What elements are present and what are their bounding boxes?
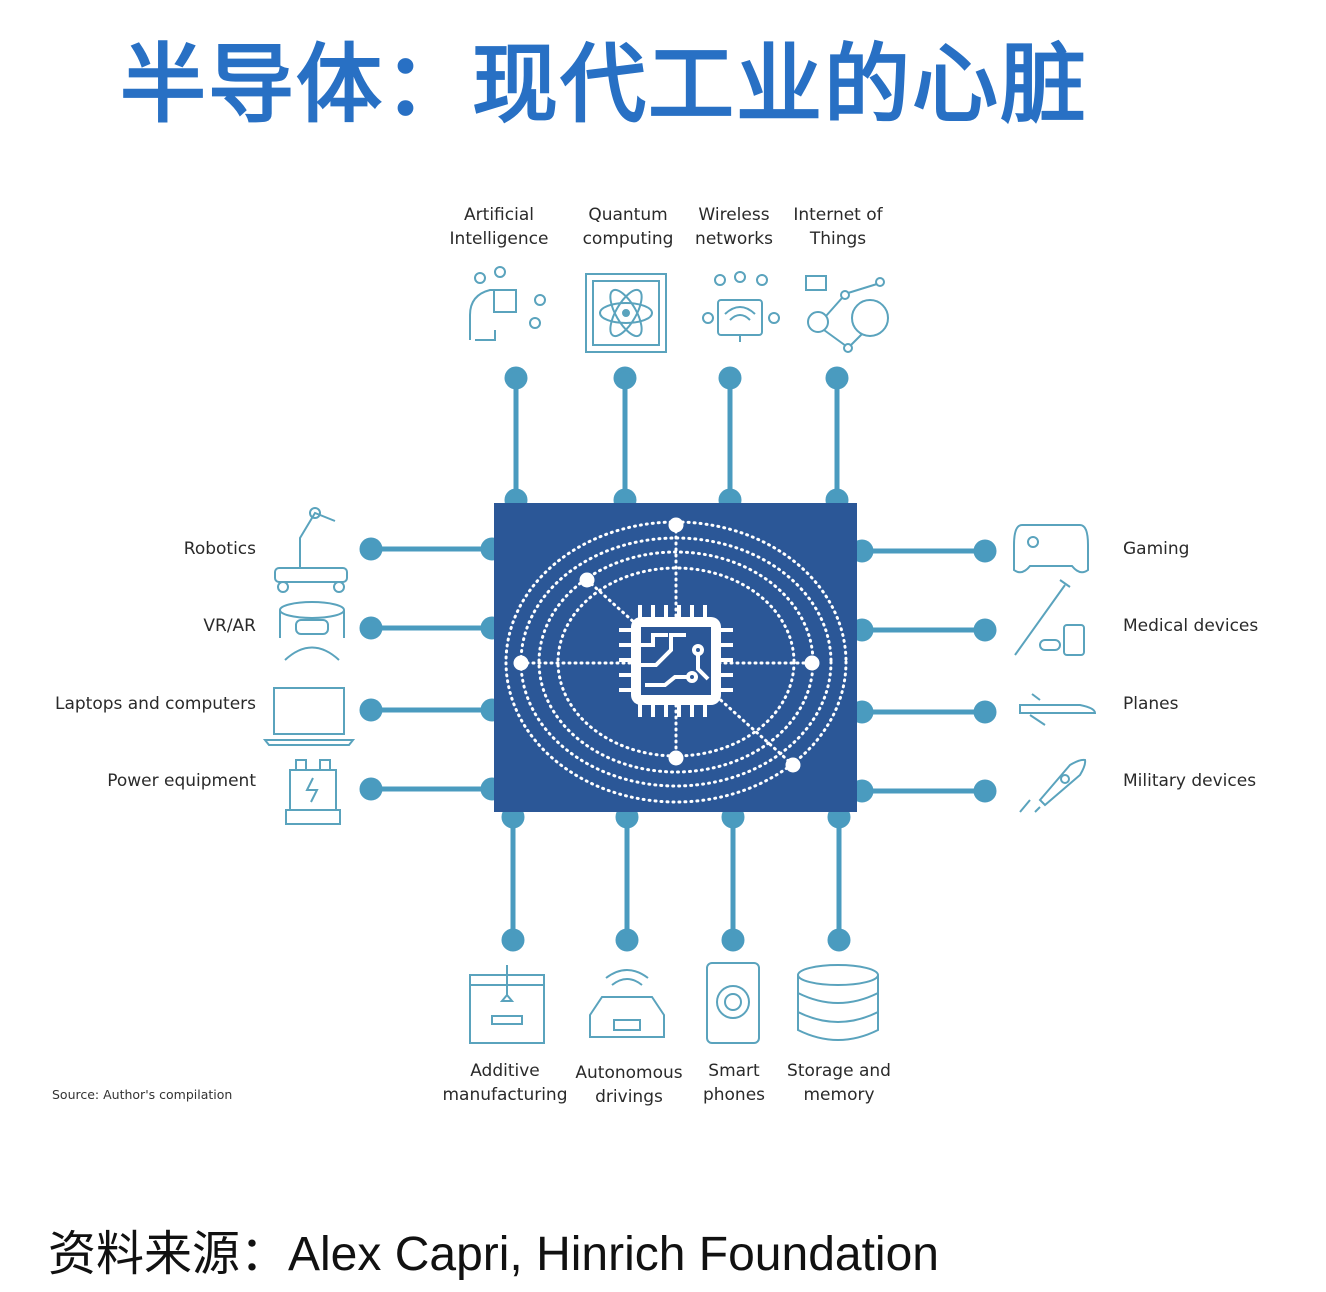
label-vr-ar: VR/AR <box>203 616 256 636</box>
orbit-nodes <box>513 517 820 773</box>
laptop-icon <box>262 687 356 746</box>
3d-printer-icon <box>469 965 545 1044</box>
icons <box>262 266 1097 1044</box>
connector-bottom <box>501 805 851 952</box>
connectors <box>359 366 997 952</box>
source-note: Source: Author's compilation <box>52 1087 233 1102</box>
autonomous-car-icon <box>589 969 665 1038</box>
wifi-monitor-icon <box>702 271 780 342</box>
robot-arm-icon <box>274 507 348 593</box>
connector-left <box>359 537 504 801</box>
label-medical-devices: Medical devices <box>1123 616 1259 636</box>
ai-head-chip-icon <box>469 266 546 341</box>
syringe-icon <box>1014 579 1085 656</box>
credit-line: 资料来源：Alex Capri, Hinrich Foundation <box>48 1228 939 1281</box>
gamepad-icon <box>1013 524 1089 574</box>
connector-top <box>504 366 849 512</box>
label-laptops: Laptops and computers <box>54 694 256 714</box>
page-title: 半导体：现代工业的心脏 <box>120 35 1088 135</box>
database-icon <box>797 964 879 1041</box>
atom-chip-icon <box>585 273 667 353</box>
connector-right <box>850 539 997 803</box>
plane-icon <box>1019 693 1097 726</box>
central-chip <box>494 503 857 812</box>
label-military-devices: Military devices <box>1123 771 1257 791</box>
label-robotics: Robotics <box>183 539 256 559</box>
iot-network-icon <box>805 275 889 353</box>
chip-icon <box>619 605 733 717</box>
rocket-icon <box>1019 758 1087 813</box>
battery-icon <box>285 759 341 825</box>
label-power-equipment: Power equipment <box>107 771 256 791</box>
vr-headset-icon <box>279 601 345 661</box>
smartphone-icon <box>706 962 760 1044</box>
label-gaming: Gaming <box>1123 539 1190 559</box>
label-planes: Planes <box>1123 694 1179 714</box>
